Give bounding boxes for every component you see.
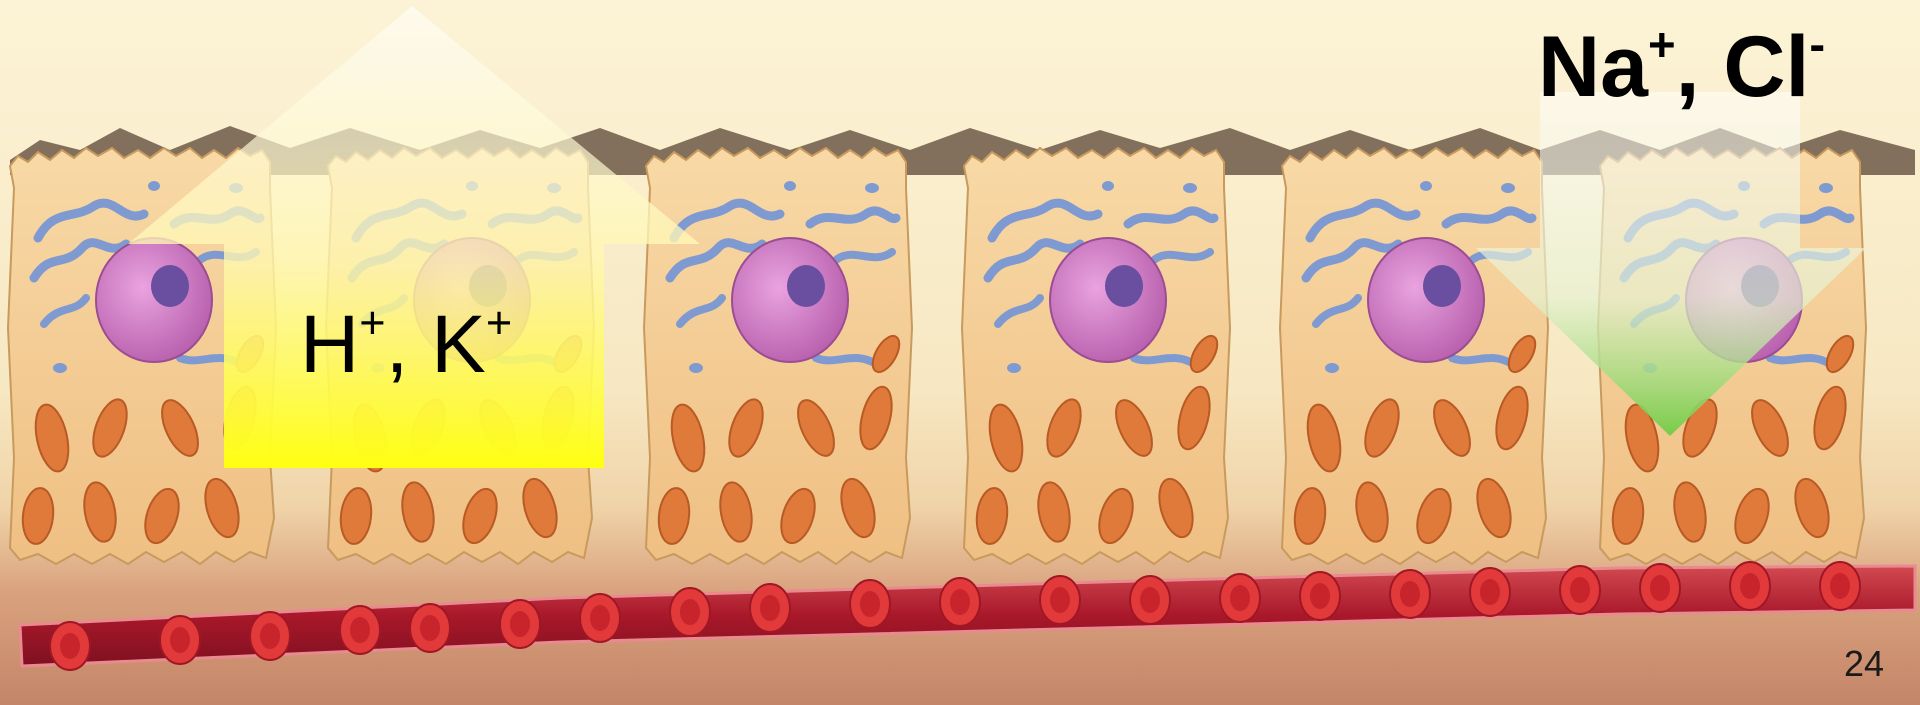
na-ion-charge: + [1648, 19, 1676, 72]
k-ion-charge: + [486, 297, 512, 348]
ion-separator: , [1676, 19, 1724, 115]
h-ion-charge: + [359, 297, 385, 348]
cl-ion-charge: - [1809, 19, 1825, 72]
cl-ion-symbol: Cl [1723, 19, 1809, 115]
na-cl-ion-label: Na+, Cl- [1538, 18, 1825, 117]
ion-separator: , [386, 299, 432, 390]
capillary [20, 562, 1915, 670]
k-ion-symbol: K [431, 299, 486, 390]
page-number: 24 [1844, 643, 1884, 685]
na-ion-symbol: Na [1538, 19, 1648, 115]
h-ion-symbol: H [300, 299, 359, 390]
h-k-ion-label: H+, K+ [300, 298, 512, 392]
